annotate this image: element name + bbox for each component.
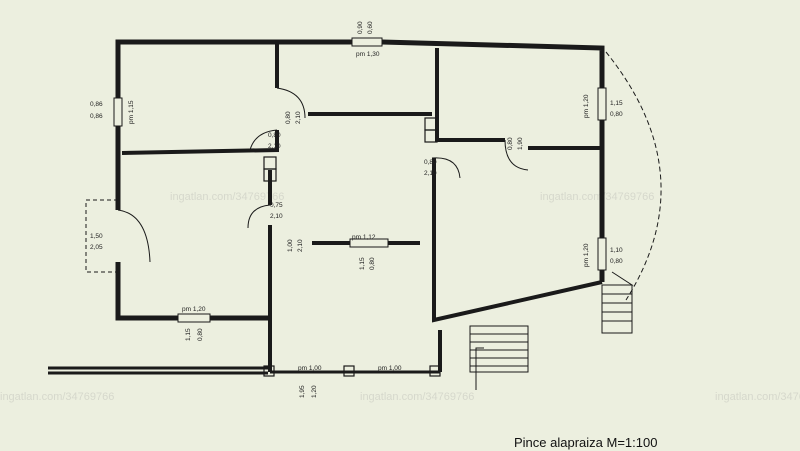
dim-label: 1,15 bbox=[610, 100, 623, 107]
dim-label: pm 1,20 bbox=[182, 306, 206, 313]
dim-label: 1,10 bbox=[610, 247, 623, 254]
dim-label: 1,95 bbox=[299, 385, 306, 398]
dim-label: 0,80 bbox=[285, 111, 292, 124]
dim-label: 1,50 bbox=[90, 233, 103, 240]
window-symbols bbox=[113, 37, 607, 323]
dim-label: 1,20 bbox=[311, 385, 318, 398]
dim-label: 0,80 bbox=[610, 111, 623, 118]
watermark: ingatlan.com/34769766 bbox=[0, 391, 114, 403]
dim-label: pm 1,12 bbox=[352, 234, 376, 241]
dim-label: 2,10 bbox=[270, 213, 283, 220]
watermark: ingatlan.com/34769766 bbox=[715, 391, 800, 403]
dim-label: pm 1,20 bbox=[583, 94, 590, 118]
dim-label: 0,80 bbox=[507, 137, 514, 150]
dim-label: 2,05 bbox=[90, 244, 103, 251]
dim-label: pm 1,20 bbox=[583, 243, 590, 267]
watermark: ingatlan.com/34769766 bbox=[170, 191, 284, 203]
side-stairs bbox=[601, 271, 634, 334]
entrance-porch bbox=[85, 199, 118, 273]
door-swings bbox=[117, 87, 529, 263]
dim-label: 1,00 bbox=[287, 239, 294, 252]
dim-label: pm 1,00 bbox=[378, 365, 402, 372]
duct-boxes bbox=[263, 117, 441, 377]
dim-label: 0,80 bbox=[610, 258, 623, 265]
dim-label: 2,10 bbox=[424, 170, 437, 177]
watermark: ingatlan.com/34769766 bbox=[540, 191, 654, 203]
dimension-labels: 0,90 0,60 pm 1,30 0,86 0,86 pm 1,15 0,80… bbox=[90, 21, 623, 398]
dim-label: 0,75 bbox=[270, 202, 283, 209]
dim-label: 1,90 bbox=[517, 137, 524, 150]
bottom-stairs bbox=[469, 325, 529, 390]
dim-label: 1,15 bbox=[185, 328, 192, 341]
dim-label: 0,80 bbox=[268, 132, 281, 139]
dim-label: 0,60 bbox=[367, 21, 374, 34]
dim-label: 0,80 bbox=[424, 159, 437, 166]
dim-label: pm 1,15 bbox=[128, 100, 135, 124]
dim-label: 1,15 bbox=[359, 257, 366, 270]
watermark: ingatlan.com/34769766 bbox=[360, 391, 474, 403]
terrace-wall bbox=[48, 366, 440, 375]
dim-label: 2,10 bbox=[295, 111, 302, 124]
plan-title: Pince alapraiza M=1:100 bbox=[514, 435, 657, 450]
dim-label: 2,10 bbox=[297, 239, 304, 252]
dim-label: pm 1,00 bbox=[298, 365, 322, 372]
dim-label: pm 1,30 bbox=[356, 51, 380, 58]
dim-label: 0,86 bbox=[90, 101, 103, 108]
dim-label: 2,10 bbox=[268, 143, 281, 150]
dim-label: 0,80 bbox=[369, 257, 376, 270]
dim-label: 0,90 bbox=[357, 21, 364, 34]
exterior-walls bbox=[115, 39, 605, 321]
dim-label: 0,80 bbox=[197, 328, 204, 341]
bay-outline bbox=[605, 51, 662, 301]
dim-label: 0,86 bbox=[90, 113, 103, 120]
